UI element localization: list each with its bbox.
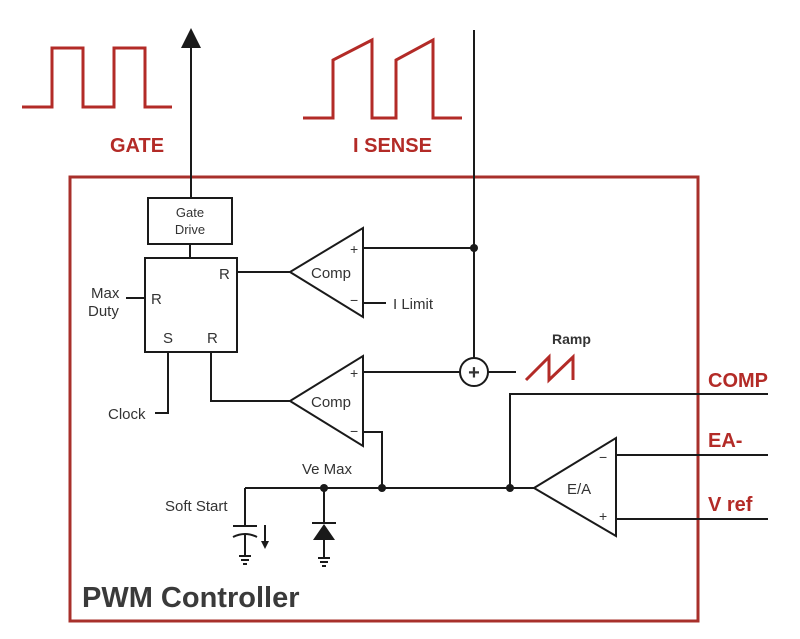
comp1-minus: −: [350, 292, 358, 308]
vref-pin-label: V ref: [708, 494, 753, 516]
isense-waveform: [303, 37, 462, 120]
controller-frame: [68, 175, 700, 623]
soft-start-label: Soft Start: [165, 498, 228, 515]
controller-title: PWM Controller: [82, 582, 300, 614]
latch-r-mid: R: [151, 291, 162, 308]
comp2-plus: +: [350, 365, 358, 381]
zener-diode: [313, 524, 335, 540]
error-amp-label: E/A: [567, 481, 591, 498]
ea-minus-pin-label: EA-: [708, 430, 742, 452]
latch-s: S: [163, 330, 173, 347]
ramp-label: Ramp: [552, 331, 591, 347]
ea-plus-sign: +: [599, 508, 607, 524]
ramp-waveform: [524, 353, 575, 384]
comp1-plus: +: [350, 241, 358, 257]
comp2-amplifier: [288, 354, 364, 448]
gate-drive-line2: Drive: [175, 222, 205, 237]
comp1-label: Comp: [311, 265, 351, 282]
gate-label: GATE: [110, 135, 164, 157]
gate-drive-line1: Gate: [176, 205, 204, 220]
error-amplifier: [532, 436, 617, 538]
summing-plus: +: [468, 362, 480, 384]
latch-block: [144, 257, 238, 353]
gate-drive-block: [147, 197, 233, 245]
gate-waveform: [22, 46, 172, 109]
latch-r-top: R: [219, 266, 230, 283]
max-duty-line1: Max: [91, 285, 120, 302]
isense-label: I SENSE: [353, 135, 432, 157]
comp1-amplifier: [288, 226, 364, 319]
clock-label: Clock: [108, 406, 146, 423]
comp-pin-label: COMP: [708, 370, 768, 392]
max-duty-line2: Duty: [88, 303, 119, 320]
comp2-minus: −: [350, 423, 358, 439]
comp2-label: Comp: [311, 394, 351, 411]
i-limit-label: I Limit: [393, 296, 434, 313]
ea-minus-sign: −: [599, 449, 607, 465]
latch-r-bottom: R: [207, 330, 218, 347]
isense-junction: [470, 244, 478, 252]
ve-max-label: Ve Max: [302, 461, 353, 478]
comp2-junction: [378, 484, 386, 492]
